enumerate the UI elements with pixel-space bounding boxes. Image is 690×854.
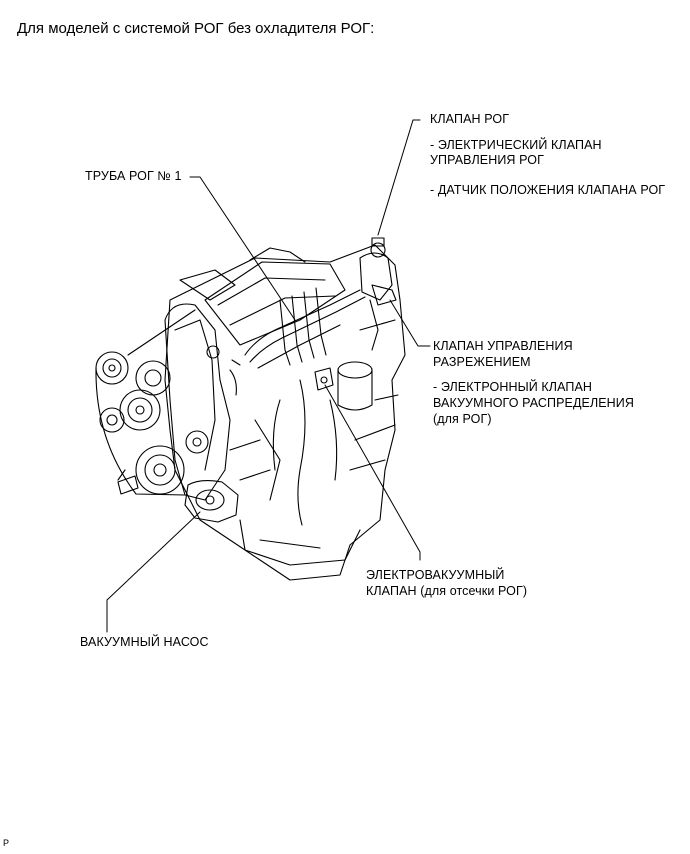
label-egr-valve-sub1-line1: - ЭЛЕКТРИЧЕСКИЙ КЛАПАН (430, 138, 602, 152)
page-heading: Для моделей с системой РОГ без охладител… (17, 20, 375, 37)
leader-vacuum-control (389, 299, 431, 347)
leader-egr-valve (377, 119, 421, 236)
label-vacuum-control-sub-line1: - ЭЛЕКТРОННЫЙ КЛАПАН (433, 380, 593, 394)
leader-lines (106, 119, 431, 633)
label-vacuum-control-sub-line2: ВАКУУМНОГО РАСПРЕДЕЛЕНИЯ (433, 396, 635, 410)
label-egr-valve: КЛАПАН РОГ (430, 112, 510, 126)
footer-mark: P (3, 838, 10, 848)
label-egr-pipe: ТРУБА РОГ № 1 (85, 169, 182, 183)
label-vacuum-control-line2: РАЗРЕЖЕНИЕМ (433, 355, 531, 369)
leader-egr-pipe (189, 176, 296, 321)
label-vacuum-control-sub-line3: (для РОГ) (433, 412, 492, 426)
engine-illustration (95, 237, 406, 581)
label-vacuum-control-line1: КЛАПАН УПРАВЛЕНИЯ (433, 339, 573, 353)
leader-vacuum-pump (106, 511, 201, 633)
label-vsv-line2: КЛАПАН (для отсечки РОГ) (366, 584, 528, 598)
label-egr-valve-sub1-line2: УПРАВЛЕНИЯ РОГ (430, 153, 544, 167)
label-egr-valve-sub2: - ДАТЧИК ПОЛОЖЕНИЯ КЛАПАНА РОГ (430, 183, 666, 197)
label-vacuum-pump: ВАКУУМНЫЙ НАСОС (80, 635, 209, 649)
label-vsv-line1: ЭЛЕКТРОВАКУУМНЫЙ (366, 568, 505, 582)
leader-vsv (324, 384, 421, 561)
